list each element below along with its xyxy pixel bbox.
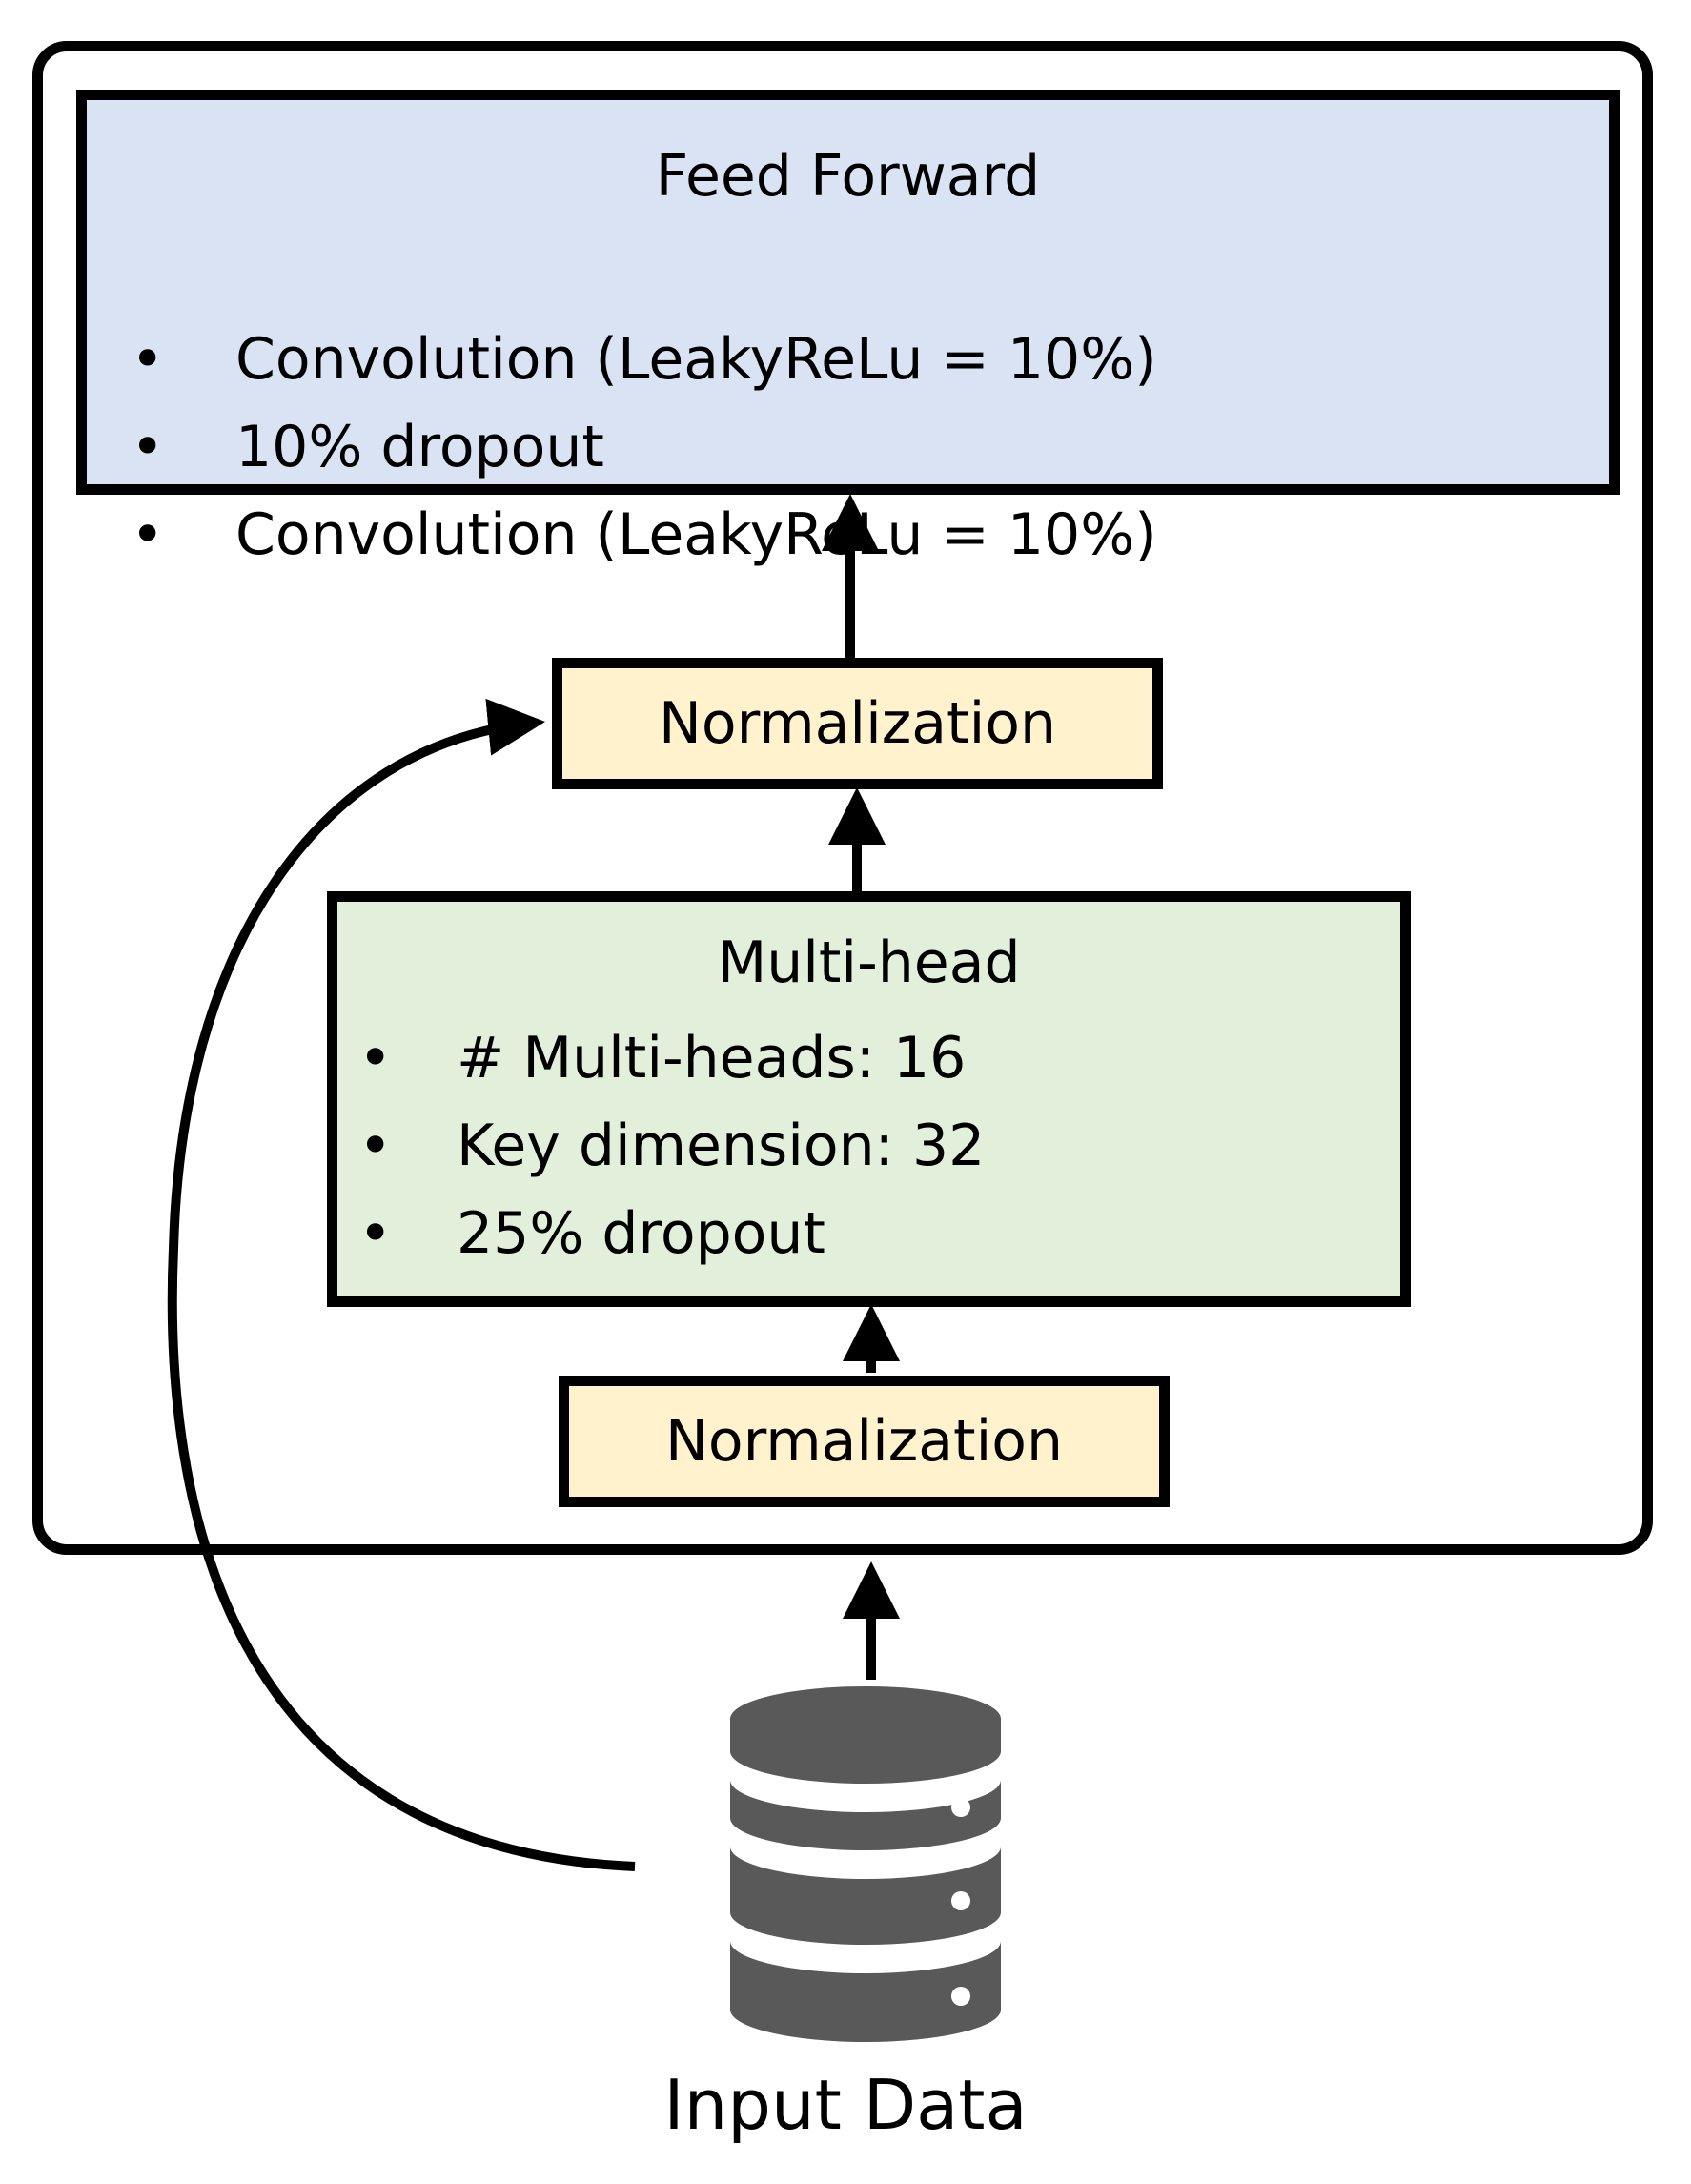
normalization-bottom-label: Normalization	[665, 1408, 1063, 1475]
normalization-top-box: Normalization	[552, 658, 1163, 789]
bullet-icon: •	[131, 414, 165, 480]
bullet-icon: •	[358, 1112, 393, 1179]
feed-forward-item: Convolution (LeakyReLu = 10%)	[235, 501, 1157, 568]
list-item: • Convolution (LeakyReLu = 10%)	[87, 316, 1609, 403]
multi-head-list: • # Multi-heads: 16 • Key dimension: 32 …	[337, 1014, 1400, 1277]
feed-forward-item: 10% dropout	[235, 414, 604, 480]
list-item: • Key dimension: 32	[337, 1102, 1400, 1190]
feed-forward-title: Feed Forward	[655, 143, 1041, 210]
encoder-block-frame	[32, 41, 1653, 1555]
input-data-label: Input Data	[663, 2065, 1028, 2145]
multi-head-item: # Multi-heads: 16	[457, 1025, 967, 1092]
list-item: • 25% dropout	[337, 1190, 1400, 1277]
multi-head-box: Multi-head • # Multi-heads: 16 • Key dim…	[327, 891, 1411, 1307]
bullet-icon: •	[358, 1025, 393, 1092]
bullet-icon: •	[131, 326, 165, 393]
bullet-icon: •	[131, 501, 165, 568]
normalization-bottom-box: Normalization	[559, 1376, 1170, 1507]
multi-head-item: Key dimension: 32	[457, 1112, 986, 1179]
database-icon	[730, 1686, 1001, 2042]
multi-head-item: 25% dropout	[457, 1200, 825, 1267]
normalization-top-label: Normalization	[659, 690, 1056, 757]
feed-forward-list: • Convolution (LeakyReLu = 10%) • 10% dr…	[87, 316, 1609, 579]
bullet-icon: •	[358, 1200, 393, 1267]
multi-head-title: Multi-head	[717, 929, 1021, 996]
feed-forward-item: Convolution (LeakyReLu = 10%)	[235, 326, 1157, 393]
list-item: • # Multi-heads: 16	[337, 1014, 1400, 1102]
residual-connection-arrow	[167, 698, 636, 1871]
list-item: • 10% dropout	[87, 403, 1609, 491]
feed-forward-box: Feed Forward • Convolution (LeakyReLu = …	[76, 90, 1620, 568]
list-item: • Convolution (LeakyReLu = 10%)	[87, 491, 1609, 579]
